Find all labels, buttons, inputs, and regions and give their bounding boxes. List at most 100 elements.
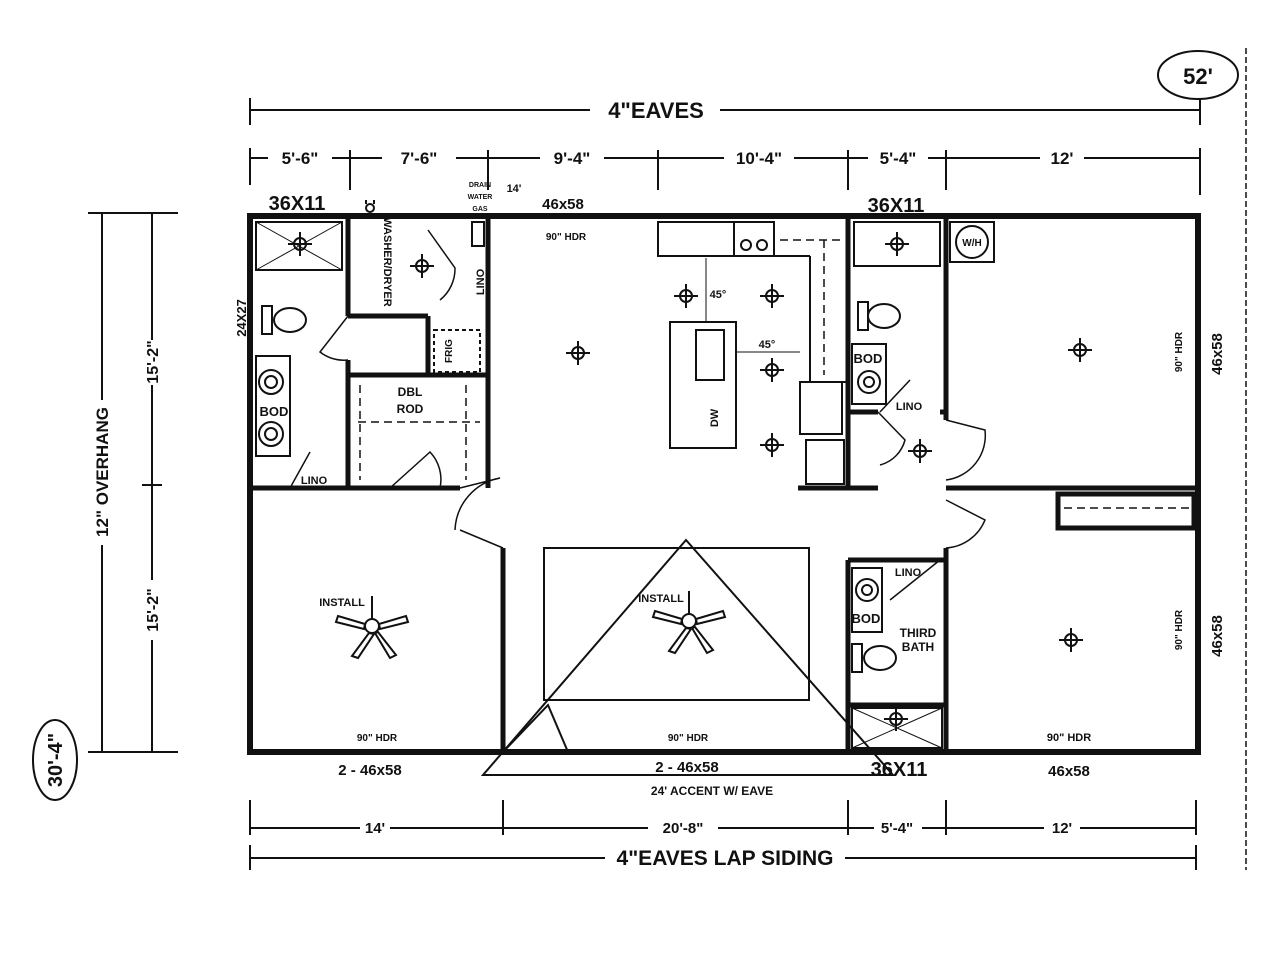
range [733, 221, 775, 257]
top-seg-4: 10'-4" [736, 149, 782, 168]
interior-walls [250, 216, 1198, 752]
lino-label-second: LINO [896, 401, 923, 413]
light-icon [288, 232, 312, 256]
utility-label-2: WATER [468, 194, 493, 201]
light-icon [760, 284, 784, 308]
window-top-right: 36X11 [868, 195, 925, 217]
light-icon [566, 341, 590, 365]
top-seg-6: 12' [1051, 149, 1074, 168]
utility-label-1: DRAIN [469, 182, 491, 189]
left-seg-1: 15'-2" [145, 340, 162, 383]
light-icon [908, 439, 932, 463]
light-icon [885, 232, 909, 256]
left-overhang-label: 12" OVERHANG [93, 407, 112, 537]
bottom-segment-labels: 14' 20'-8" 5'-4" 12' [360, 818, 1080, 837]
dbl-label: DBL [398, 385, 423, 399]
toilet-tank-third [851, 643, 863, 673]
shower-master [255, 221, 343, 271]
overall-width-label: 52' [1183, 64, 1213, 89]
fixtures [255, 221, 995, 749]
ceiling-fan-icon [651, 591, 727, 655]
closets [358, 385, 480, 480]
washer-dryer-label: WASHER/DRYER [381, 217, 393, 306]
install-label-living: INSTALL [638, 593, 684, 605]
window-marks [300, 213, 1197, 751]
water-heater [955, 225, 989, 259]
accent-porch-arch [502, 703, 569, 753]
top-eaves-label: 4"EAVES [608, 98, 704, 123]
tub-second-bath [853, 221, 941, 267]
bottom-seg-3: 5'-4" [881, 820, 913, 837]
lino-label-laundry: LINO [475, 268, 487, 295]
window-bottom-left: 2 - 46x58 [338, 762, 401, 779]
bod-label-master: BOD [260, 404, 289, 419]
window-bottom-mid: 2 - 46x58 [655, 759, 718, 776]
install-label-bedroom: INSTALL [319, 597, 365, 609]
window-bottom-right: 46x58 [1048, 763, 1090, 780]
header-bottom-left: 90" HDR [357, 733, 398, 744]
left-seg-2: 15'-2" [145, 588, 162, 631]
fridge-kitchen [799, 381, 843, 435]
lino-label-third: LINO [895, 567, 922, 579]
window-top-mid: 46x58 [542, 196, 584, 213]
utility-dim-label: 14' [507, 183, 522, 195]
frig-label: FRIG [444, 339, 455, 363]
bottom-seg-2: 20'-8" [663, 820, 704, 837]
upper-cabinet [657, 221, 735, 257]
window-right-upper: 46x58 [1209, 333, 1226, 375]
light-icon [760, 358, 784, 382]
left-dimensions [88, 212, 178, 753]
light-icon [1068, 338, 1092, 362]
dresser-bed3 [1055, 491, 1197, 531]
angle-label-2: 45° [759, 339, 776, 351]
dw-label: DW [709, 408, 721, 427]
water-heater-box [949, 221, 995, 263]
top-seg-2: 7'-6" [401, 149, 438, 168]
island [669, 321, 737, 449]
header-right-lower: 90" HDR [1174, 609, 1185, 650]
light-icon [760, 433, 784, 457]
light-icon [410, 254, 434, 278]
vanity-second [851, 343, 887, 405]
bottom-seg-4: 12' [1052, 820, 1072, 837]
third-label: THIRD [900, 626, 937, 640]
pantry [805, 439, 845, 485]
vanity-third [851, 567, 883, 633]
light-icon [1059, 628, 1083, 652]
window-top-left: 36X11 [269, 193, 326, 215]
light-icon [674, 284, 698, 308]
top-segment-labels: 5'-6" 7'-6" 9'-4" 10'-4" 5'-4" 12' [268, 144, 1084, 168]
top-seg-3: 9'-4" [554, 149, 591, 168]
window-right-lower: 46x58 [1209, 615, 1226, 657]
fridge-box [433, 329, 481, 373]
angle-label-1: 45° [710, 289, 727, 301]
island-sink [695, 329, 725, 381]
bottom-eaves-label: 4"EAVES LAP SIDING [617, 847, 834, 870]
left-window-label: 24X27 [234, 299, 249, 337]
toilet-tank-master [261, 305, 273, 335]
toilet-bowl-master [273, 307, 307, 333]
outlet-icon [365, 200, 375, 213]
bottom-accent-label: 24' ACCENT W/ EAVE [651, 784, 773, 798]
bottom-seg-1: 14' [365, 820, 385, 837]
ceiling-fan-icon [334, 596, 410, 660]
door-swings [289, 229, 987, 601]
light-icon [884, 707, 908, 731]
header-bottom-right: 90" HDR [1047, 732, 1091, 744]
accent-ceiling-box [543, 547, 810, 701]
bod-label-second: BOD [854, 351, 883, 366]
header-top-mid: 90" HDR [546, 232, 587, 243]
kitchen [657, 221, 848, 485]
toilet-tank-second [857, 301, 869, 331]
overall-width-ellipse [1157, 50, 1239, 100]
exterior-walls [247, 213, 1201, 755]
toilet-bowl-third [863, 645, 897, 671]
top-seg-1: 5'-6" [282, 149, 319, 168]
bath-label: BATH [902, 640, 934, 654]
overall-depth-ellipse [32, 719, 78, 801]
toilet-bowl-second [867, 303, 901, 329]
lino-label-master: LINO [301, 475, 328, 487]
accent-gable-triangle [480, 538, 896, 776]
header-bottom-mid: 90" HDR [668, 733, 709, 744]
